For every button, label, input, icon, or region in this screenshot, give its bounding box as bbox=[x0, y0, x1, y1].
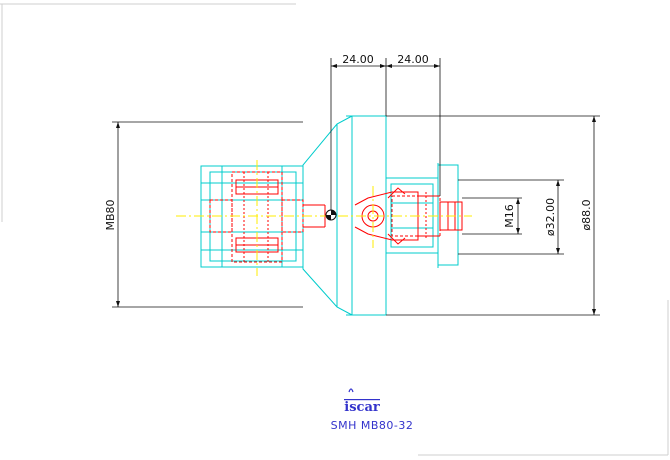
gauge-point-marker bbox=[325, 209, 337, 221]
dimension-outer-label: ø88.0 bbox=[580, 199, 593, 230]
dimension-offset-left: 24.00 bbox=[342, 53, 374, 66]
dimension-bore-label: ø32.00 bbox=[544, 198, 557, 236]
dimension-lines bbox=[112, 58, 600, 316]
dimension-thread-label: M16 bbox=[503, 204, 516, 228]
logo-text: iscar bbox=[344, 400, 380, 415]
part-number-caption: SMH MB80-32 bbox=[331, 419, 414, 432]
dimension-shank-label: MB80 bbox=[104, 199, 117, 230]
dimension-offset-right: 24.00 bbox=[397, 53, 429, 66]
dimension-arrowheads bbox=[116, 64, 596, 315]
centerlines bbox=[176, 160, 472, 276]
sheet-frame bbox=[0, 3, 669, 456]
iscar-logo: iscar bbox=[344, 388, 380, 415]
